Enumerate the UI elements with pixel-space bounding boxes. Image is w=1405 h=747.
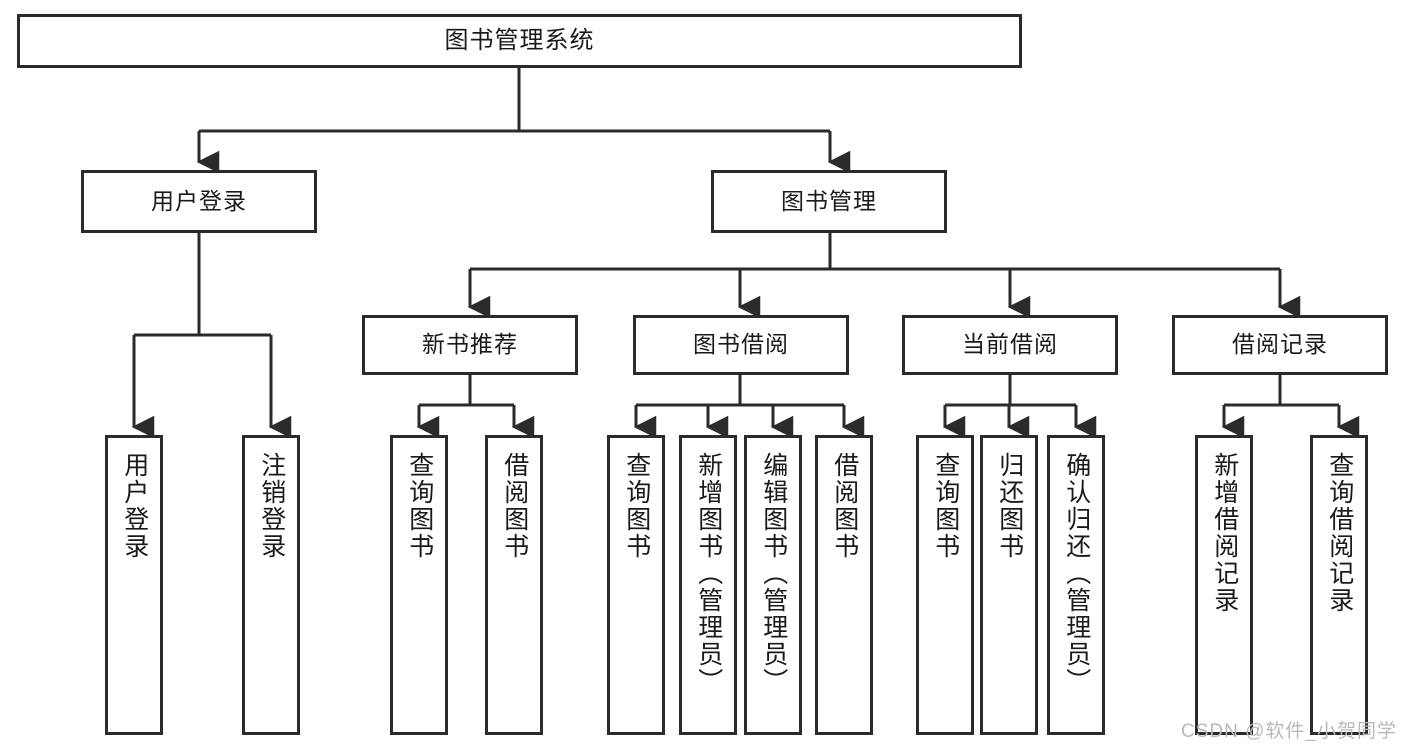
leaf-user-login-logout[interactable]: 注销登录 [242,435,300,735]
node-current-borrow[interactable]: 当前借阅 [902,315,1118,375]
leaf-user-login-login[interactable]: 用户登录 [105,435,163,735]
leaf-new-book-borrow[interactable]: 借阅图书 [485,435,543,735]
node-label: 图书管理 [781,187,877,214]
node-label: 归还图书 [995,452,1024,560]
node-book-borrow[interactable]: 图书借阅 [633,315,849,375]
node-new-book-recommend[interactable]: 新书推荐 [362,315,578,375]
node-user-login[interactable]: 用户登录 [81,170,317,233]
node-label: 图书管理系统 [444,26,595,54]
csdn-watermark: CSDN @软件_小贺同学 [1181,721,1397,742]
leaf-borrow-record-query[interactable]: 查询借阅记录 [1310,435,1368,735]
leaf-current-borrow-query[interactable]: 查询图书 [916,435,974,735]
node-label: 查询图书 [931,452,960,560]
node-label: 借阅图书 [830,452,859,560]
leaf-current-borrow-return[interactable]: 归还图书 [980,435,1038,735]
node-label: 新书推荐 [422,331,518,358]
node-label: 当前借阅 [962,331,1058,358]
node-label: 查询图书 [622,452,651,560]
node-label: 借阅记录 [1232,331,1328,358]
leaf-book-borrow-query[interactable]: 查询图书 [607,435,665,735]
node-borrow-record[interactable]: 借阅记录 [1172,315,1388,375]
node-label: 编辑图书（管理员） [759,452,788,695]
node-label: 图书借阅 [693,331,789,358]
node-label: 确认归还（管理员） [1062,452,1091,695]
leaf-current-borrow-confirm-return[interactable]: 确认归还（管理员） [1047,435,1105,735]
node-label: 新增借阅记录 [1210,452,1239,614]
node-label: 新增图书（管理员） [694,452,723,695]
node-label: 用户登录 [120,452,149,560]
node-label: 用户登录 [151,187,247,214]
leaf-book-borrow-borrow[interactable]: 借阅图书 [815,435,873,735]
node-book-management[interactable]: 图书管理 [711,170,947,233]
leaf-book-borrow-add[interactable]: 新增图书（管理员） [679,435,737,735]
leaf-book-borrow-edit[interactable]: 编辑图书（管理员） [744,435,802,735]
node-label: 查询图书 [405,452,434,560]
node-root-book-management-system[interactable]: 图书管理系统 [17,14,1022,68]
node-label: 注销登录 [257,452,286,560]
node-label: 查询借阅记录 [1325,452,1354,614]
node-label: 借阅图书 [500,452,529,560]
leaf-borrow-record-add[interactable]: 新增借阅记录 [1195,435,1253,735]
leaf-new-book-query[interactable]: 查询图书 [390,435,448,735]
